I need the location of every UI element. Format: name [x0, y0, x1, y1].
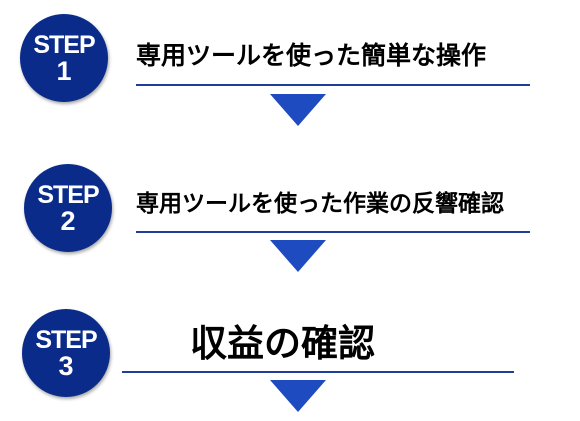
step-1-badge: STEP 1 [20, 14, 108, 102]
step-1-badge-number: 1 [56, 56, 72, 86]
step-1-title: 専用ツールを使った簡単な操作 [136, 41, 487, 70]
down-arrow-icon [270, 94, 326, 126]
step-2-badge: STEP 2 [24, 164, 112, 252]
step-2-badge-number: 2 [60, 206, 76, 236]
step-3-badge-word: STEP [35, 326, 97, 354]
step-3-title: 収益の確認 [190, 322, 375, 365]
down-arrow-icon [270, 240, 326, 272]
step-1-divider [136, 84, 530, 86]
step-1-badge-word: STEP [33, 31, 95, 59]
step-2-badge-word: STEP [37, 181, 99, 209]
step-3-divider [122, 371, 514, 373]
step-2-divider [136, 231, 530, 233]
step-3-badge: STEP 3 [22, 309, 110, 397]
step-3-badge-number: 3 [58, 351, 74, 381]
down-arrow-icon [270, 380, 326, 412]
step-2-title: 専用ツールを使った作業の反響確認 [136, 191, 504, 217]
